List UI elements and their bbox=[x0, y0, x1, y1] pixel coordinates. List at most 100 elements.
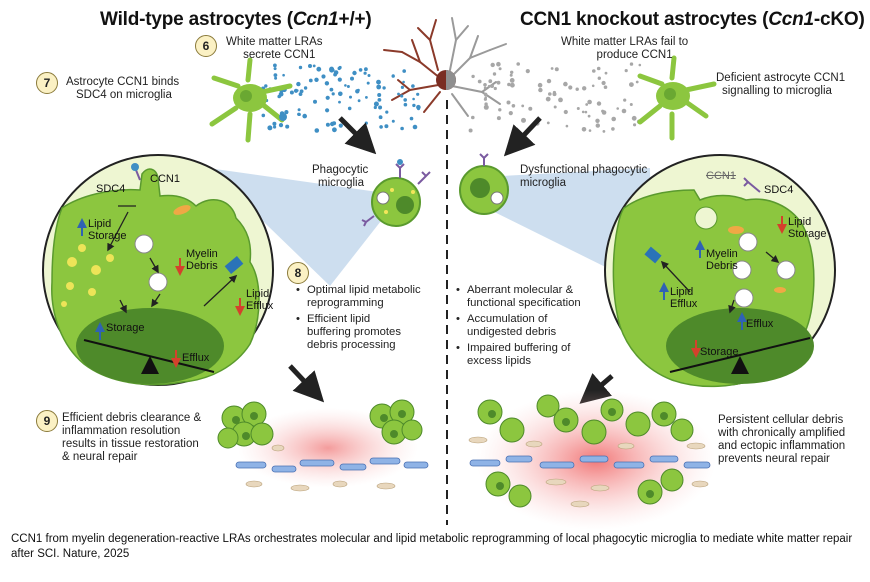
secretion-dot bbox=[264, 84, 268, 88]
secretion-dot bbox=[409, 116, 414, 121]
wt-header-prefix: Wild-type astrocytes ( bbox=[100, 9, 293, 30]
secretion-dot bbox=[558, 97, 563, 103]
wt-lra-text: White matter LRAs secrete CCN1 bbox=[226, 36, 323, 62]
secretion-dot bbox=[601, 110, 607, 115]
secretion-dot bbox=[352, 70, 357, 76]
ko-lipid-storage-line1: Lipid bbox=[788, 216, 812, 228]
secretion-dot bbox=[397, 92, 400, 96]
wt-microglia-line2: microglia bbox=[318, 177, 365, 189]
wt-efflux-line2: Efflux bbox=[246, 300, 274, 312]
secretion-dot bbox=[297, 112, 301, 117]
figure-caption: CCN1 from myelin degeneration-reactive L… bbox=[11, 533, 853, 560]
ko-signal-text: Deficient astrocyte CCN1 signalling to m… bbox=[716, 72, 845, 98]
ko-sdc4-label: SDC4 bbox=[764, 184, 794, 196]
wt-clear-line4: & neural repair bbox=[62, 451, 138, 463]
ko-efflux-line2: Efflux bbox=[670, 298, 698, 310]
secretion-dot bbox=[297, 108, 301, 112]
secretion-dot bbox=[616, 107, 619, 110]
wt-lipid-efflux-label: Lipid Efflux bbox=[246, 288, 273, 312]
wt-lipid-storage-label: Lipid Storage bbox=[88, 218, 127, 242]
secretion-dot bbox=[324, 81, 330, 86]
secretion-dot bbox=[378, 105, 383, 110]
secretion-dot bbox=[357, 88, 360, 92]
secretion-dot bbox=[358, 68, 363, 72]
secretion-dot bbox=[483, 92, 488, 97]
secretion-dot bbox=[629, 62, 634, 66]
secretion-dot bbox=[298, 65, 303, 70]
ko-nucleus-efflux-label: Efflux bbox=[746, 318, 774, 330]
secretion-dot bbox=[402, 69, 407, 73]
ko-lipid-storage-label: Lipid Storage bbox=[788, 216, 827, 240]
secretion-dot bbox=[498, 108, 502, 112]
secretion-dot bbox=[337, 66, 341, 71]
secretion-dot bbox=[484, 96, 488, 99]
secretion-dot bbox=[338, 100, 341, 104]
secretion-dot bbox=[587, 99, 592, 105]
secretion-dot bbox=[509, 73, 513, 77]
wt-myelin-debris-label: Myelin Debris bbox=[186, 248, 218, 272]
ko-inflamed-tissue bbox=[468, 390, 716, 530]
secretion-dot bbox=[507, 82, 511, 87]
wt-myelin-line1: Myelin bbox=[186, 248, 218, 260]
secretion-dot bbox=[490, 84, 494, 88]
secretion-dot bbox=[412, 103, 416, 108]
secretion-dot bbox=[611, 127, 615, 131]
secretion-dot bbox=[506, 100, 511, 105]
secretion-dot bbox=[329, 66, 335, 72]
ko-microglia-label: Dysfunctional phagocytic microglia bbox=[520, 164, 647, 190]
secretion-dot bbox=[365, 96, 368, 99]
secretion-dot bbox=[417, 107, 420, 111]
secretion-dot bbox=[363, 71, 367, 75]
step-8-badge: 8 bbox=[287, 262, 309, 284]
secretion-dot bbox=[629, 82, 634, 87]
secretion-dot bbox=[296, 89, 299, 92]
secretion-dot bbox=[638, 63, 642, 67]
secretion-dot bbox=[510, 70, 514, 75]
secretion-dot bbox=[568, 85, 573, 90]
secretion-dot bbox=[629, 103, 633, 106]
wt-nucleus-efflux-label: Efflux bbox=[182, 352, 210, 364]
ko-efflux-line1: Lipid bbox=[670, 286, 694, 298]
secretion-dot bbox=[487, 84, 491, 88]
wt-clear-line1: Efficient debris clearance & bbox=[62, 412, 202, 424]
secretion-dot bbox=[277, 94, 282, 99]
secretion-dot bbox=[631, 115, 637, 121]
ko-persist-line4: prevents neural repair bbox=[718, 453, 830, 465]
secretion-dot bbox=[402, 80, 405, 84]
secretion-dot bbox=[344, 84, 347, 87]
secretion-dot bbox=[582, 86, 587, 91]
secretion-dot bbox=[601, 80, 606, 86]
secretion-dot bbox=[316, 66, 322, 72]
secretion-dot bbox=[337, 77, 342, 82]
secretion-dot bbox=[273, 67, 277, 71]
secretion-dot bbox=[511, 104, 516, 108]
secretion-dot bbox=[483, 104, 489, 110]
arrow-to-wt-microglia bbox=[338, 116, 377, 155]
secretion-dot bbox=[496, 116, 501, 121]
ko-persist-line2: with chronically amplified bbox=[718, 427, 846, 439]
secretion-dot bbox=[468, 128, 473, 133]
wt-lipid-storage-line1: Lipid bbox=[88, 218, 112, 230]
secretion-dot bbox=[493, 86, 497, 91]
secretion-dot bbox=[553, 105, 557, 109]
wt-microglia-line1: Phagocytic bbox=[312, 164, 369, 176]
secretion-dot bbox=[385, 110, 389, 114]
secretion-dot bbox=[357, 99, 361, 103]
secretion-dot bbox=[313, 99, 317, 104]
ko-persist-line3: and ectopic inflammation bbox=[718, 440, 846, 452]
secretion-dot bbox=[302, 113, 308, 119]
ko-bullet-2-line1: Accumulation of bbox=[467, 313, 548, 325]
secretion-dot bbox=[373, 105, 377, 110]
wt-lra-line1: White matter LRAs bbox=[226, 36, 323, 48]
secretion-dot bbox=[382, 86, 386, 90]
secretion-dot bbox=[496, 61, 501, 67]
ko-lra-text: White matter LRAs fail to produce CCN1 bbox=[561, 36, 688, 62]
wt-bullet-1-line2: reprogramming bbox=[307, 297, 384, 309]
ko-signal-line2: signalling to microglia bbox=[722, 85, 832, 97]
deficient-ccn1-dots bbox=[468, 61, 642, 133]
secretion-dot bbox=[350, 76, 354, 81]
arrow-to-ko-microglia bbox=[503, 116, 542, 157]
